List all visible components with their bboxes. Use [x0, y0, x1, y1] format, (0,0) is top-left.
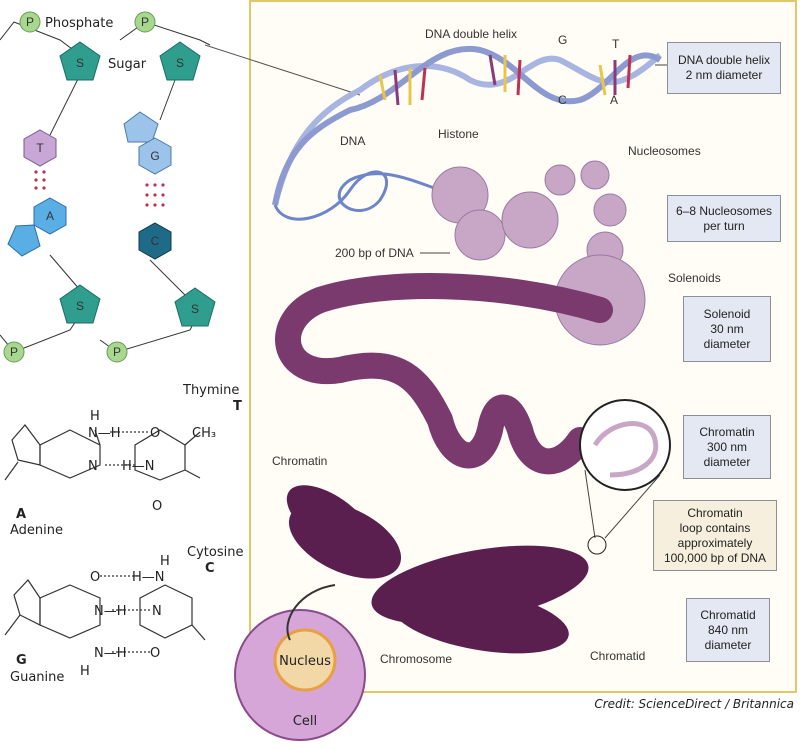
svg-text:H—N: H—N	[132, 570, 165, 585]
svg-text:O: O	[90, 570, 100, 585]
dna-strand	[273, 170, 441, 221]
sugar-pentagon	[59, 41, 216, 327]
svg-text:T: T	[36, 141, 44, 155]
histone-label: Histone	[438, 127, 479, 141]
chromatin-label: Chromatin	[272, 454, 327, 468]
nucleus-label: Nucleus	[279, 654, 331, 669]
phosphate-group: P P P P	[3, 11, 156, 363]
svg-text:H: H	[80, 664, 90, 679]
phosphate-label: Phosphate	[45, 16, 113, 31]
svg-text:N—H: N—H	[94, 604, 127, 619]
svg-text:CH₃: CH₃	[192, 426, 216, 441]
base-guanine: G	[123, 111, 172, 175]
guanine-letter: G	[16, 653, 27, 668]
svg-text:H: H	[90, 409, 100, 424]
hydrogen-bond-dots	[34, 170, 165, 207]
cytosine-name: Cytosine	[187, 545, 243, 560]
svg-text:H: H	[160, 554, 170, 569]
svg-text:C: C	[558, 93, 567, 107]
helix-label: DNA double helix	[425, 27, 517, 41]
base-adenine: A	[7, 197, 67, 257]
svg-text:S: S	[176, 56, 184, 70]
svg-text:G: G	[150, 149, 159, 163]
chromosome-label: Chromosome	[380, 652, 452, 666]
solenoids-label: Solenoids	[668, 271, 721, 285]
cytosine-letter: C	[205, 561, 215, 576]
cell-label: Cell	[293, 714, 317, 729]
nucleosomes-label: Nucleosomes	[628, 144, 701, 158]
adenine-letter: A	[16, 507, 26, 522]
chromatid-label: Chromatid	[590, 649, 645, 663]
svg-text:O: O	[150, 426, 160, 441]
histone-nucleosomes	[431, 160, 646, 346]
svg-text:P: P	[113, 345, 121, 359]
svg-text:N—H: N—H	[88, 426, 121, 441]
guanine-cytosine-pair: O H—N H N—H N N—H O H Cytosine C G Guani…	[4, 545, 243, 685]
svg-text:A: A	[46, 209, 54, 223]
base-thymine: T	[23, 129, 57, 167]
thymine-name: Thymine	[182, 383, 239, 398]
base-cytosine: C	[138, 222, 172, 260]
svg-text:O: O	[152, 499, 162, 514]
svg-text:H—N: H—N	[122, 459, 155, 474]
dna-label: DNA	[340, 134, 365, 148]
sugar-label: Sugar	[108, 57, 147, 72]
svg-text:C: C	[151, 234, 160, 248]
svg-text:N: N	[152, 604, 162, 619]
credit-text: Credit: ScienceDirect / Britannica	[594, 697, 794, 711]
svg-text:G: G	[558, 33, 567, 47]
chromosome	[286, 485, 589, 654]
thymine-letter: T	[233, 399, 242, 414]
svg-text:P: P	[141, 15, 149, 29]
guanine-name: Guanine	[10, 670, 64, 685]
svg-text:S: S	[76, 299, 84, 313]
svg-text:A: A	[610, 93, 618, 107]
svg-text:N—H: N—H	[94, 646, 127, 661]
svg-text:O: O	[150, 646, 160, 661]
magnifier-circle	[579, 399, 671, 491]
adenine-thymine-pair: H N—H O CH₃ N H—N O Thymine T A Adenine	[4, 383, 242, 538]
cell: Nucleus Cell	[234, 584, 366, 741]
svg-text:S: S	[191, 302, 199, 316]
adenine-name: Adenine	[10, 523, 63, 538]
svg-text:S: S	[76, 56, 84, 70]
svg-text:N: N	[88, 459, 98, 474]
bp-label: 200 bp of DNA	[335, 246, 414, 260]
svg-text:T: T	[612, 37, 620, 51]
svg-text:P: P	[10, 345, 18, 359]
svg-text:P: P	[26, 15, 34, 29]
dna-double-helix	[272, 45, 663, 206]
